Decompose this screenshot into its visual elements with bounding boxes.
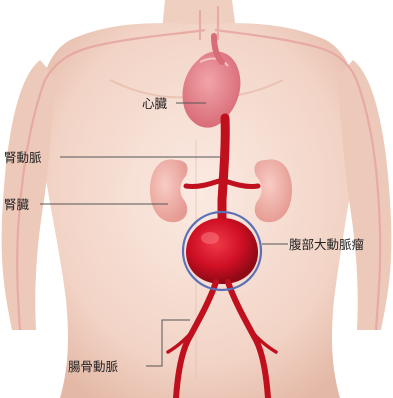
label-renal-artery: 腎動脈 (4, 150, 42, 165)
label-iliac-artery: 腸骨動脈 (68, 359, 119, 374)
label-kidney: 腎臓 (4, 197, 30, 212)
aneurysm (186, 218, 258, 284)
label-heart: 心臓 (142, 96, 168, 111)
label-aneurysm: 腹部大動脈瘤 (289, 237, 365, 252)
